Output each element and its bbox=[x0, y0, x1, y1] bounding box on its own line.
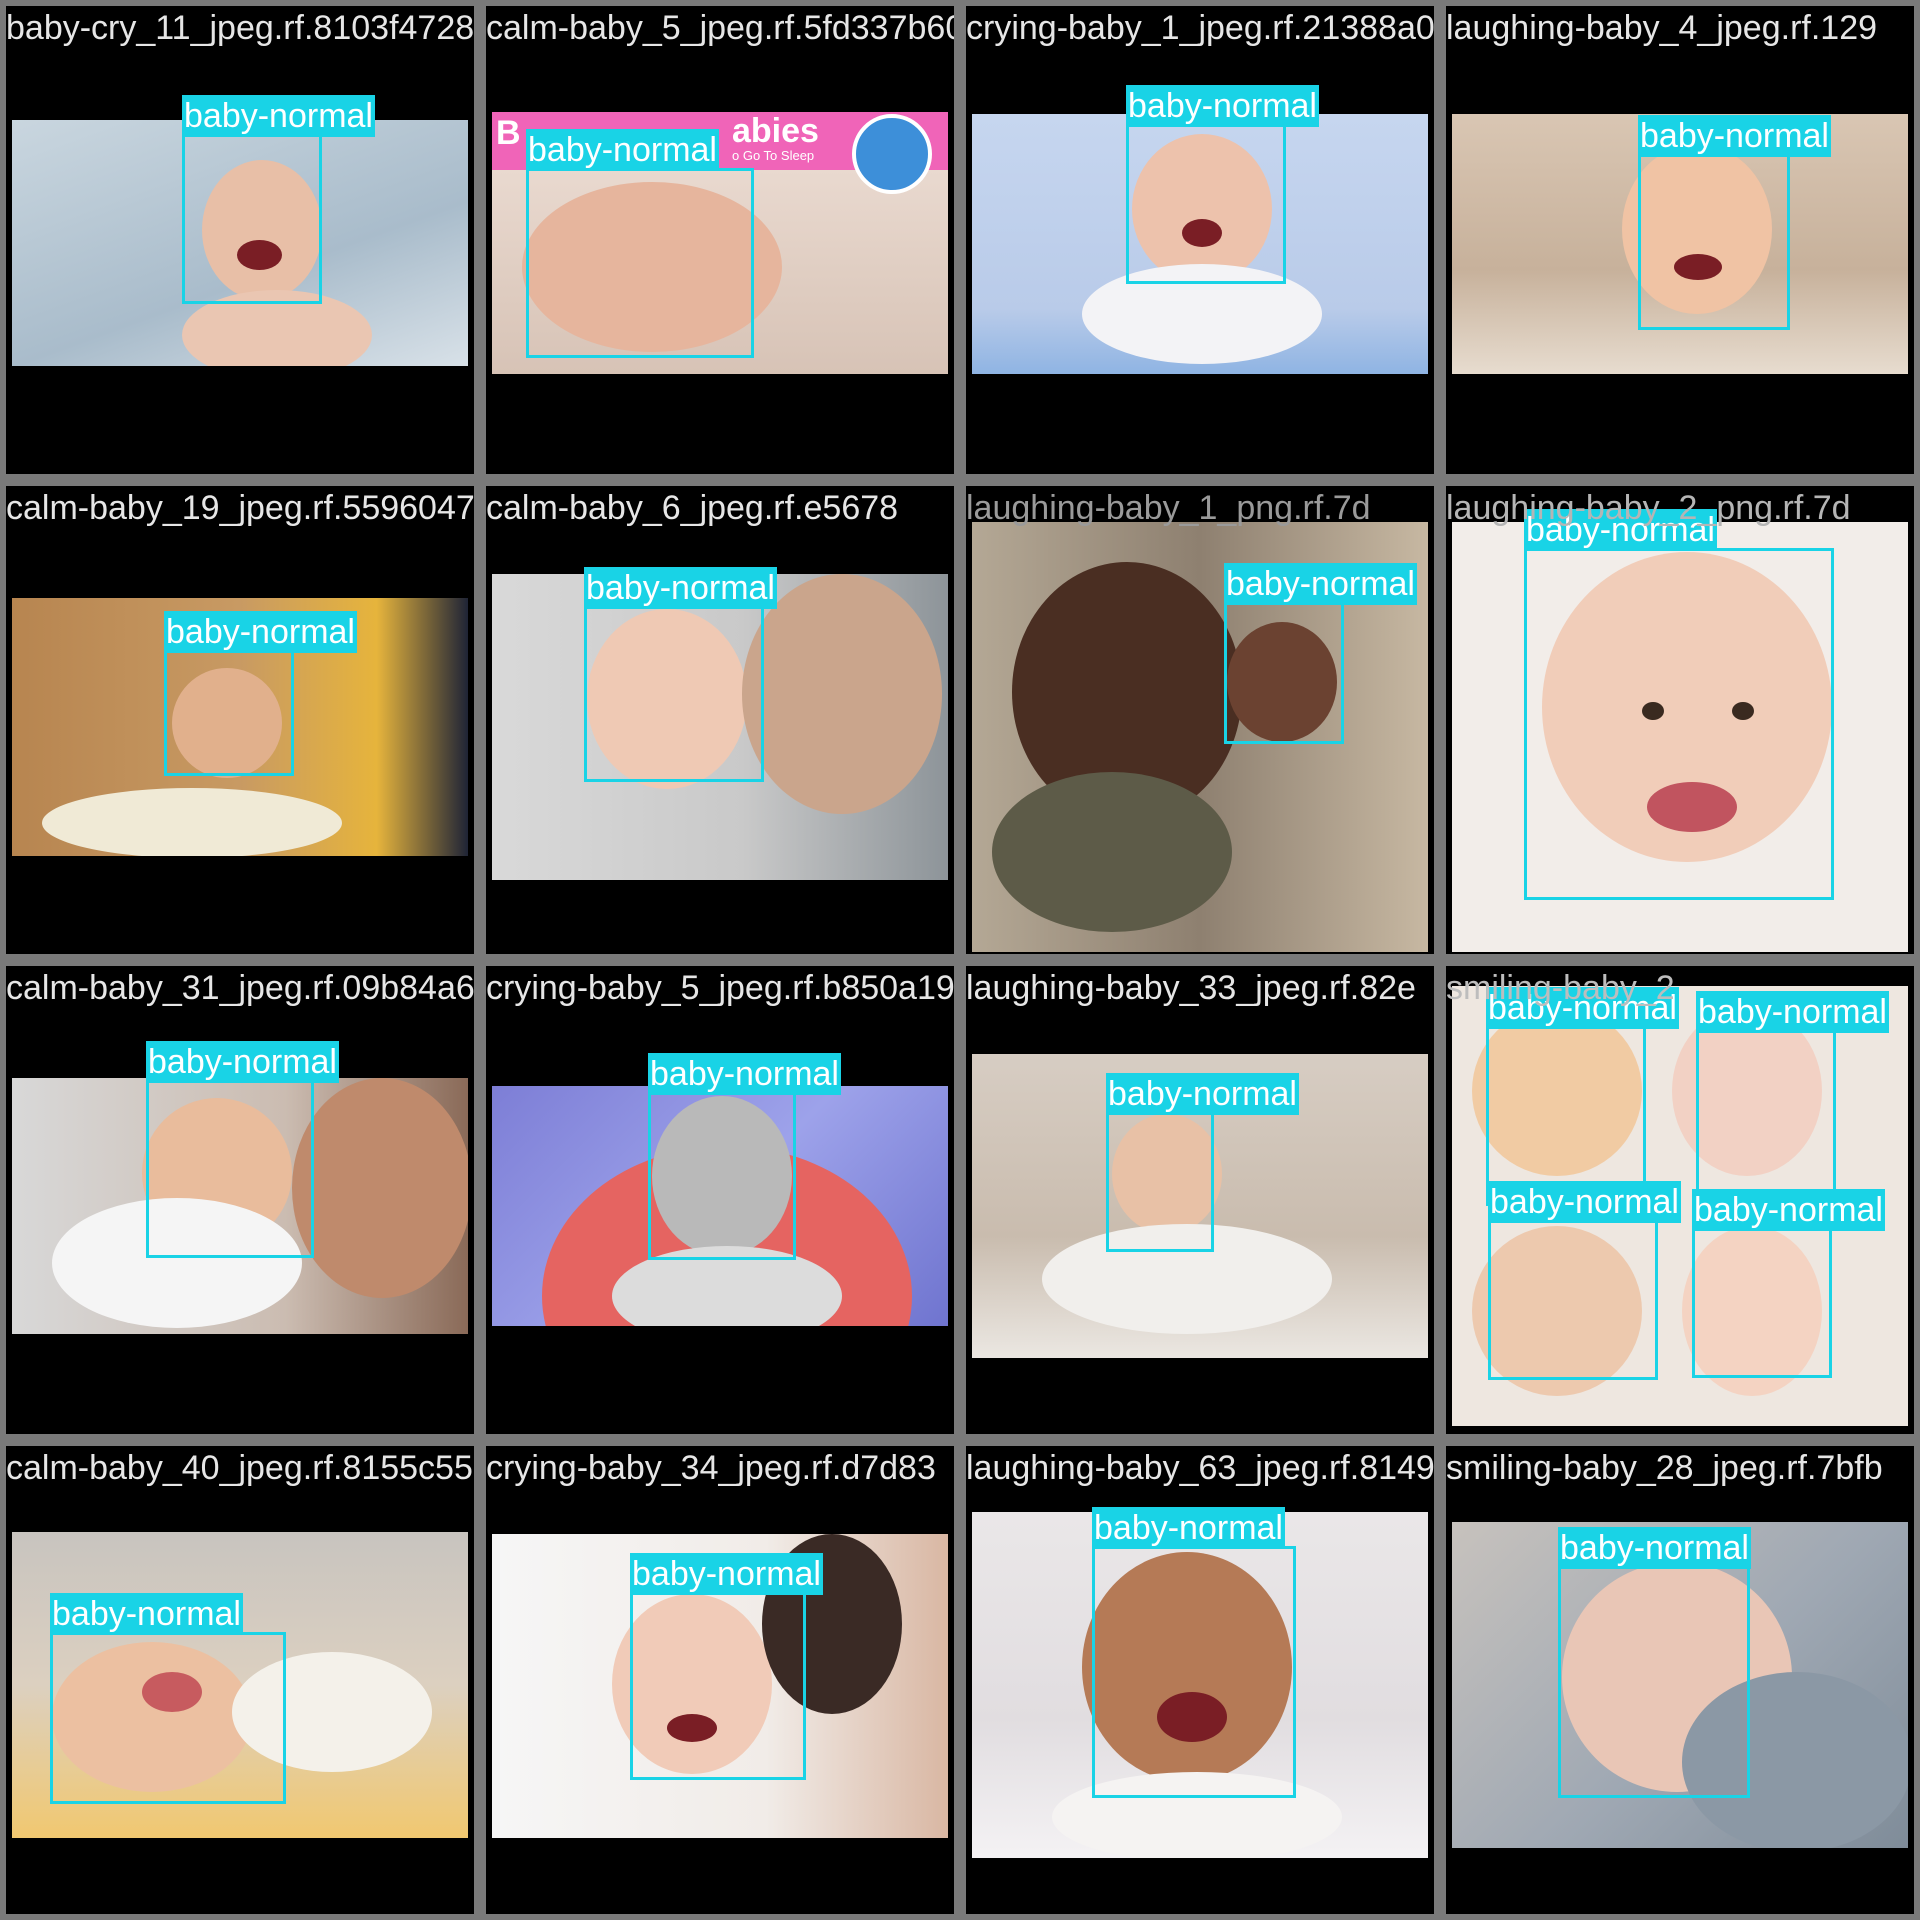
bbox-7: baby-normal bbox=[1224, 563, 1417, 744]
photo-4 bbox=[1452, 114, 1908, 374]
tile-title: smiling-baby_2 bbox=[1446, 969, 1675, 1007]
photo-1 bbox=[12, 120, 468, 366]
bbox-1: baby-normal bbox=[182, 95, 375, 304]
photo-3 bbox=[972, 114, 1428, 374]
bbox-16: baby-normal bbox=[1558, 1527, 1751, 1798]
bbox-label: baby-normal bbox=[1696, 991, 1889, 1033]
bbox-2: baby-normal bbox=[526, 129, 754, 358]
tile-title: crying-baby_1_jpeg.rf.21388a03c077cc7d5 bbox=[966, 9, 1435, 47]
bbox-label: baby-normal bbox=[182, 95, 375, 137]
tile-title: calm-baby_6_jpeg.rf.e5678 bbox=[486, 489, 899, 527]
bbox-11: baby-normal bbox=[1106, 1073, 1299, 1252]
photo-6 bbox=[492, 574, 948, 880]
tile-16[interactable]: baby-normal smiling-baby_28_jpeg.rf.7bfb bbox=[1440, 1440, 1920, 1920]
tile-12[interactable]: baby-normal baby-normal baby-normal baby… bbox=[1440, 960, 1920, 1440]
bbox-label: baby-normal bbox=[1486, 987, 1679, 1029]
banner-subtitle: o Go To Sleep bbox=[732, 148, 815, 163]
bbox-6: baby-normal bbox=[584, 567, 777, 782]
tile-title: crying-baby_34_jpeg.rf.d7d83 bbox=[486, 1449, 936, 1487]
tile-title: crying-baby_5_jpeg.rf.b850a19c468d4f70 bbox=[486, 969, 955, 1007]
bbox-label: baby-normal bbox=[1092, 1507, 1285, 1549]
bbox-12c: baby-normal bbox=[1488, 1181, 1681, 1380]
tile-title: laughing-baby_33_jpeg.rf.82e bbox=[966, 969, 1416, 1007]
tile-title: laughing-baby_2_png.rf.7d bbox=[1446, 489, 1851, 527]
tile-title: laughing-baby_63_jpeg.rf.8149f9f72ebb9b bbox=[966, 1449, 1435, 1487]
tile-3[interactable]: baby-normal crying-baby_1_jpeg.rf.21388a… bbox=[960, 0, 1440, 480]
bbox-label: baby-normal bbox=[50, 1593, 243, 1635]
tile-title: baby-cry_11_jpeg.rf.8103f4728c8f254fa540 bbox=[6, 9, 480, 47]
photo-2: B abies o Go To Sleep bbox=[492, 112, 948, 374]
bbox-8: baby-normal bbox=[1524, 509, 1834, 900]
moon-logo bbox=[852, 114, 932, 194]
bbox-label: baby-normal bbox=[1488, 1181, 1681, 1223]
bbox-label: baby-normal bbox=[1106, 1073, 1299, 1115]
photo-15 bbox=[972, 1512, 1428, 1858]
bbox-5: baby-normal bbox=[164, 611, 357, 776]
photo-16 bbox=[1452, 1522, 1908, 1848]
tile-7[interactable]: baby-normal laughing-baby_1_png.rf.7d bbox=[960, 480, 1440, 960]
bbox-12d: baby-normal bbox=[1692, 1189, 1885, 1378]
tile-14[interactable]: baby-normal crying-baby_34_jpeg.rf.d7d83 bbox=[480, 1440, 960, 1920]
tile-9[interactable]: baby-normal calm-baby_31_jpeg.rf.09b84a6… bbox=[0, 960, 480, 1440]
tile-title: calm-baby_5_jpeg.rf.5fd337b60b465b14ea bbox=[486, 9, 954, 47]
bbox-3: baby-normal bbox=[1126, 85, 1319, 284]
bbox-label: baby-normal bbox=[526, 129, 719, 171]
bbox-label: baby-normal bbox=[1558, 1527, 1751, 1569]
bbox-14: baby-normal bbox=[630, 1553, 823, 1780]
tile-13[interactable]: baby-normal calm-baby_40_jpeg.rf.8155c55… bbox=[0, 1440, 480, 1920]
photo-13 bbox=[12, 1532, 468, 1838]
bbox-label: baby-normal bbox=[1638, 115, 1831, 157]
tile-title: laughing-baby_1_png.rf.7d bbox=[966, 489, 1371, 527]
bbox-10: baby-normal bbox=[648, 1053, 841, 1260]
photo-9 bbox=[12, 1078, 468, 1334]
tile-title: smiling-baby_28_jpeg.rf.7bfb bbox=[1446, 1449, 1883, 1487]
photo-14 bbox=[492, 1534, 948, 1838]
banner-title: abies bbox=[732, 112, 819, 150]
tile-8[interactable]: baby-normal laughing-baby_2_png.rf.7d bbox=[1440, 480, 1920, 960]
tile-11[interactable]: baby-normal laughing-baby_33_jpeg.rf.82e bbox=[960, 960, 1440, 1440]
bbox-label: baby-normal bbox=[164, 611, 357, 653]
banner-lead: B bbox=[496, 114, 521, 152]
bbox-label: baby-normal bbox=[584, 567, 777, 609]
bbox-12a: baby-normal bbox=[1486, 987, 1679, 1206]
bbox-label: baby-normal bbox=[1224, 563, 1417, 605]
tile-2[interactable]: B abies o Go To Sleep baby-normal calm-b… bbox=[480, 0, 960, 480]
tile-title: calm-baby_19_jpeg.rf.55960478b0e105e7181 bbox=[6, 489, 475, 527]
bbox-12b: baby-normal bbox=[1696, 991, 1889, 1210]
photo-10 bbox=[492, 1086, 948, 1326]
tile-title: calm-baby_31_jpeg.rf.09b84a68bb4df89519f bbox=[6, 969, 475, 1007]
tile-1[interactable]: baby-normal baby-cry_11_jpeg.rf.8103f472… bbox=[0, 0, 480, 480]
bbox-13: baby-normal bbox=[50, 1593, 286, 1804]
bbox-label: baby-normal bbox=[1692, 1189, 1885, 1231]
bbox-label: baby-normal bbox=[146, 1041, 339, 1083]
tile-15[interactable]: baby-normal laughing-baby_63_jpeg.rf.814… bbox=[960, 1440, 1440, 1920]
tile-title: calm-baby_40_jpeg.rf.8155c5512774130c3 bbox=[6, 1449, 474, 1487]
bbox-label: baby-normal bbox=[1126, 85, 1319, 127]
tile-10[interactable]: baby-normal crying-baby_5_jpeg.rf.b850a1… bbox=[480, 960, 960, 1440]
bbox-label: baby-normal bbox=[630, 1553, 823, 1595]
tile-title: laughing-baby_4_jpeg.rf.129 bbox=[1446, 9, 1878, 47]
bbox-label: baby-normal bbox=[1524, 509, 1717, 551]
tile-5[interactable]: baby-normal calm-baby_19_jpeg.rf.5596047… bbox=[0, 480, 480, 960]
bbox-9: baby-normal bbox=[146, 1041, 339, 1258]
bbox-label: baby-normal bbox=[648, 1053, 841, 1095]
tile-6[interactable]: baby-normal calm-baby_6_jpeg.rf.e5678 bbox=[480, 480, 960, 960]
tile-4[interactable]: baby-normal laughing-baby_4_jpeg.rf.129 bbox=[1440, 0, 1920, 480]
bbox-4: baby-normal bbox=[1638, 115, 1831, 330]
bbox-15: baby-normal bbox=[1092, 1507, 1296, 1798]
